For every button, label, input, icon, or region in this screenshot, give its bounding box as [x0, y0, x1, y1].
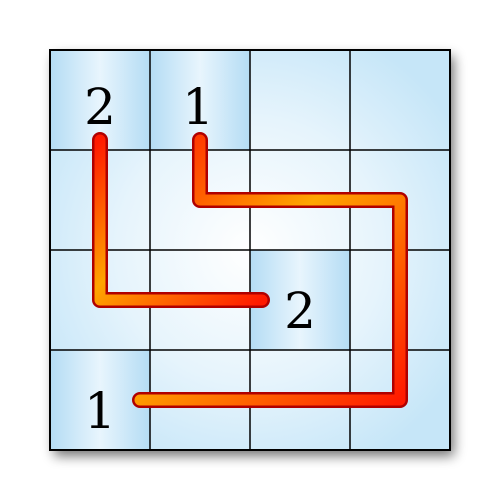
clue-number-r2c2: 2 — [284, 282, 316, 340]
path-from-2-r0c0 — [94, 134, 268, 306]
path-from-1-r0c1 — [134, 134, 406, 406]
board-border — [49, 49, 451, 451]
solution-paths — [92, 132, 408, 408]
grid-cell-r0c3[interactable] — [350, 50, 450, 150]
clue-number-r0c0: 2 — [84, 78, 116, 136]
clue-number-r3c0: 1 — [84, 382, 116, 440]
grid-cell-r0c2[interactable] — [250, 50, 350, 150]
clue-number-r0c1: 1 — [182, 78, 214, 136]
